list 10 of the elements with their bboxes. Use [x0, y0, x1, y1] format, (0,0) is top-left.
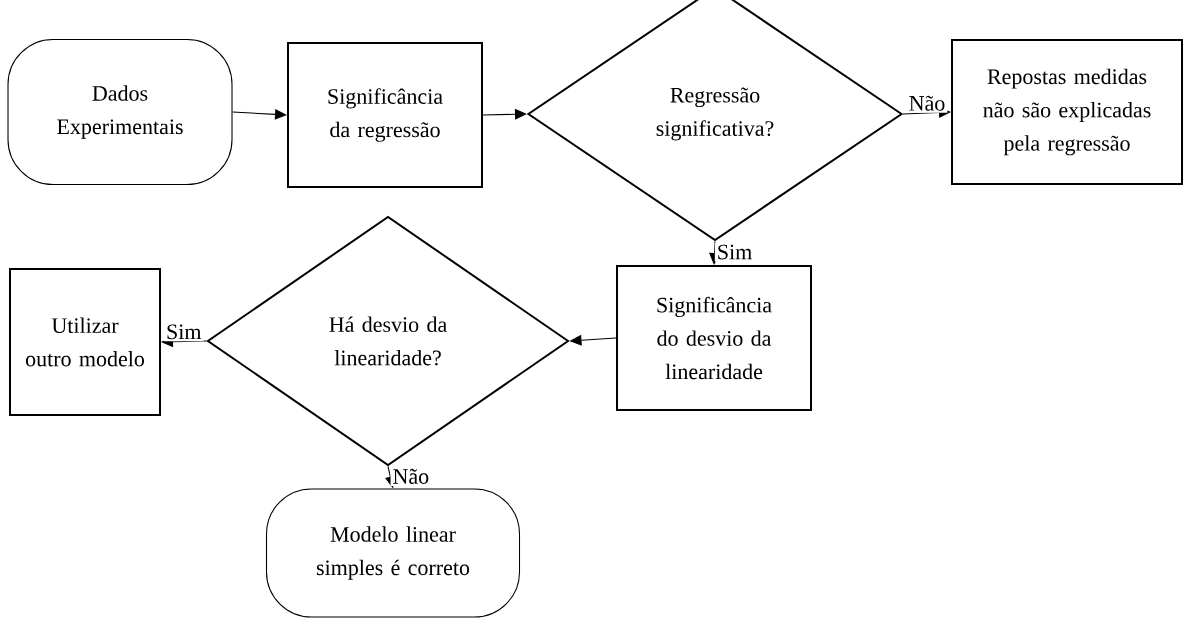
edge-label: Sim [164, 322, 204, 342]
process-box: Significância do desvio da linearidade [616, 265, 812, 411]
process-box: Significância da regressão [287, 42, 483, 188]
edge-label: Não [906, 93, 948, 113]
arrow [232, 108, 287, 120]
process-box: Repostas medidas não são explicadas pela regressão [951, 39, 1183, 185]
arrow [482, 108, 527, 120]
edge-label: Sim [714, 242, 755, 262]
edge-label: Não [390, 466, 432, 486]
process-box: Utilizar outro modelo [9, 268, 161, 416]
